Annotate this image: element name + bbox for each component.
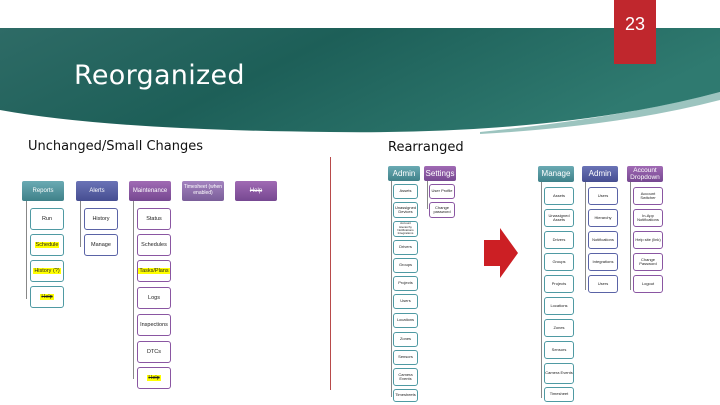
admin-new-item: Hierarchy [588, 209, 618, 227]
maintenance-item: Status [137, 208, 171, 230]
settings-header: Settings [424, 166, 456, 181]
maintenance-item: Tasks/Plans [137, 260, 171, 282]
reports-item: Schedule [30, 234, 64, 256]
maintenance-header: Maintenance [129, 181, 171, 201]
admin-old-item: Account Hierarchy Notifications Integrat… [393, 221, 418, 237]
manage-item: Locations [544, 297, 574, 315]
account-item: Change Password [633, 253, 663, 271]
account-item: Help site (link) [633, 231, 663, 249]
reports-header: Reports [22, 181, 64, 201]
admin-old-item: Zones [393, 332, 418, 347]
admin-new-item: Integrations [588, 253, 618, 271]
admin-old-item: Locations [393, 313, 418, 328]
admin-old-item: Projects [393, 276, 418, 291]
admin-old-item: Users [393, 294, 418, 309]
right-arrow-icon [484, 228, 518, 278]
maintenance-item: Logs [137, 287, 171, 309]
reports-item: History (?) [30, 260, 64, 282]
manage-item: Groups [544, 253, 574, 271]
reports-connector [26, 201, 27, 299]
admin-old-item: Unassigned Devices [393, 202, 418, 218]
admin-old-item: Assets [393, 184, 418, 199]
maintenance-item: Help [137, 367, 171, 389]
manage-item: Zones [544, 319, 574, 337]
admin-old-header: Admin [388, 166, 420, 181]
alerts-header: Alerts [76, 181, 118, 201]
alerts-connector [80, 201, 81, 247]
account-item: Account Switcher [633, 187, 663, 205]
section-divider [330, 157, 331, 390]
account-dropdown-header: Account Dropdown [627, 166, 663, 182]
maintenance-item: Inspections [137, 314, 171, 336]
admin-new-item: Users [588, 275, 618, 293]
admin-old-item: Camera Events [393, 368, 418, 386]
help-header: Help [235, 181, 277, 201]
reports-item: Run [30, 208, 64, 230]
maintenance-item: Schedules [137, 234, 171, 256]
manage-item: Camera Events [544, 363, 574, 384]
account-connector [630, 182, 631, 290]
slide-title: Reorganized [74, 60, 245, 91]
admin-old-item: Drivers [393, 240, 418, 255]
settings-item: User Profile [429, 184, 455, 199]
admin-old-item: Groups [393, 258, 418, 273]
account-item: In-App Notifications [633, 209, 663, 227]
reports-item: Help [30, 286, 64, 308]
right-section-title: Rearranged [388, 140, 464, 155]
manage-connector [541, 182, 542, 398]
maintenance-item: DTCs [137, 341, 171, 363]
settings-connector [427, 181, 428, 209]
account-item: Logout [633, 275, 663, 293]
admin-old-item: Sensors [393, 350, 418, 365]
manage-item: Timesheet [544, 387, 574, 402]
maintenance-connector [133, 201, 134, 379]
admin-new-connector [585, 182, 586, 290]
alerts-item: History [84, 208, 118, 230]
manage-item: Projects [544, 275, 574, 293]
slide-number: 23 [614, 0, 656, 64]
left-section-title: Unchanged/Small Changes [28, 139, 204, 154]
manage-item: Drivers [544, 231, 574, 249]
timesheet-header: Timesheet (when enabled) [182, 181, 224, 201]
manage-item: Assets [544, 187, 574, 205]
manage-header: Manage [538, 166, 574, 182]
settings-item: Change password [429, 202, 455, 218]
admin-old-connector [391, 181, 392, 397]
alerts-item: Manage [84, 234, 118, 256]
manage-item: Sensors [544, 341, 574, 359]
admin-new-item: Notifications [588, 231, 618, 249]
admin-old-item: Timesheets [393, 389, 418, 402]
admin-new-item: Users [588, 187, 618, 205]
manage-item: Unassigned Assets [544, 209, 574, 227]
admin-new-header: Admin [582, 166, 618, 182]
title-banner [0, 0, 720, 140]
